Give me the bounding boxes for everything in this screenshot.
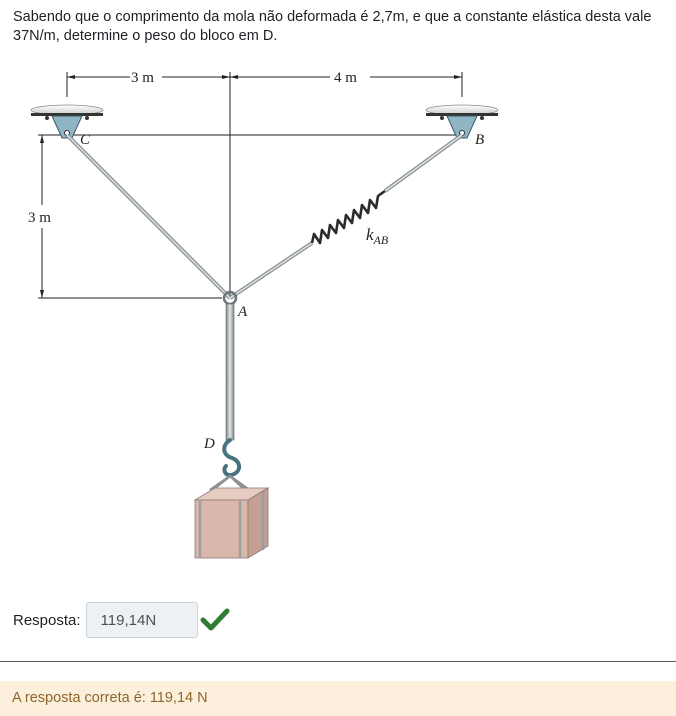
- dimension-arrows: [40, 75, 462, 298]
- answer-row: Resposta: 119,14N: [13, 600, 230, 640]
- question-text: Sabendo que o comprimento da mola não de…: [13, 9, 652, 44]
- check-icon: [200, 608, 230, 631]
- label-c: C: [80, 132, 91, 148]
- cable-ab: [228, 133, 464, 300]
- divider: [0, 661, 676, 662]
- label-k: kAB: [366, 225, 389, 247]
- label-k-sub: AB: [373, 233, 389, 247]
- dim-label-top-right: 4 m: [334, 70, 357, 86]
- correct-answer-feedback: A resposta correta é: 119,14 N: [0, 681, 676, 716]
- answer-input[interactable]: 119,14N: [85, 602, 198, 638]
- dimension-lines: [38, 72, 463, 299]
- label-b: B: [475, 132, 484, 148]
- support-c: [30, 104, 104, 139]
- label-a: A: [237, 304, 248, 320]
- block-d: [193, 487, 270, 559]
- spring-ab: [310, 189, 386, 245]
- hook-d: [222, 438, 241, 477]
- answer-label: Resposta:: [13, 611, 81, 629]
- dim-label-left: 3 m: [28, 210, 51, 226]
- spring-system-figure: 3 m 4 m 3 m C B A D kAB: [28, 68, 499, 559]
- dim-label-top-left: 3 m: [131, 70, 154, 86]
- support-b: [425, 104, 499, 139]
- label-d: D: [203, 436, 215, 452]
- rod-ad: [225, 303, 235, 441]
